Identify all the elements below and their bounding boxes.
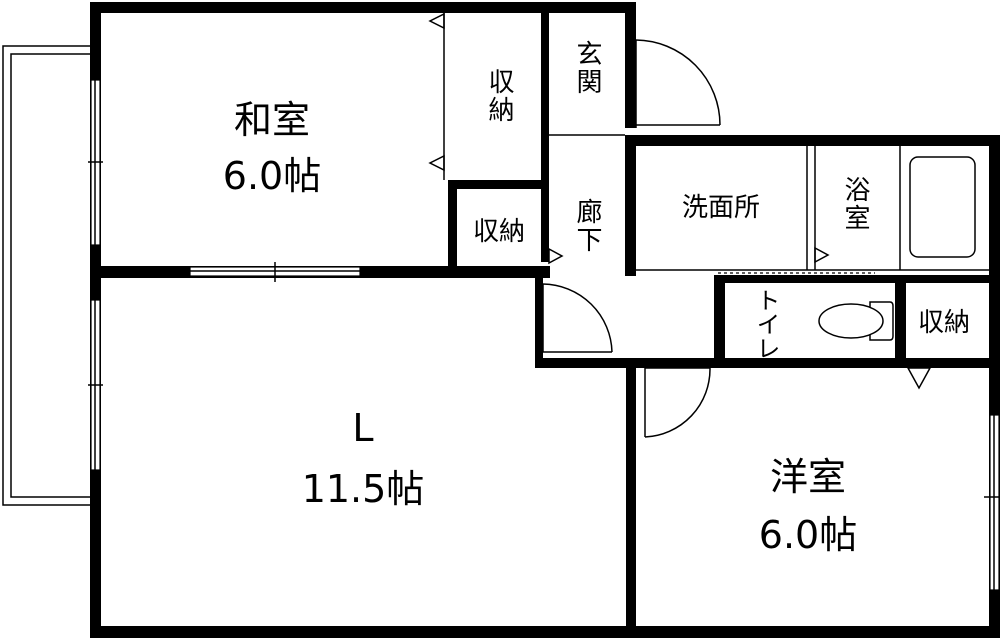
hallway-label: 廊下 (572, 198, 602, 254)
living-size: 11.5帖 (302, 467, 425, 511)
entrance-label: 玄関 (572, 40, 602, 96)
windows (88, 79, 1000, 591)
closet-doors (428, 12, 932, 390)
toilet-fixture (818, 301, 894, 341)
washitsu-size: 6.0帖 (223, 154, 321, 198)
storage-mid-label: 収納 (473, 217, 525, 247)
doors (542, 39, 721, 438)
washroom-label: 洗面所 (682, 193, 760, 223)
washitsu-name: 和室 (234, 98, 310, 142)
bathtub (909, 156, 976, 258)
storage-top-label: 収納 (484, 68, 514, 124)
youshitsu-name: 洋室 (770, 455, 846, 499)
living-name: L (352, 406, 373, 450)
balcony (2, 45, 93, 506)
youshitsu-size: 6.0帖 (759, 513, 857, 557)
partitions (549, 134, 990, 274)
storage-right-label: 収納 (918, 308, 970, 338)
bath-label: 浴室 (840, 176, 870, 232)
toilet-label: トイレ (752, 288, 780, 360)
